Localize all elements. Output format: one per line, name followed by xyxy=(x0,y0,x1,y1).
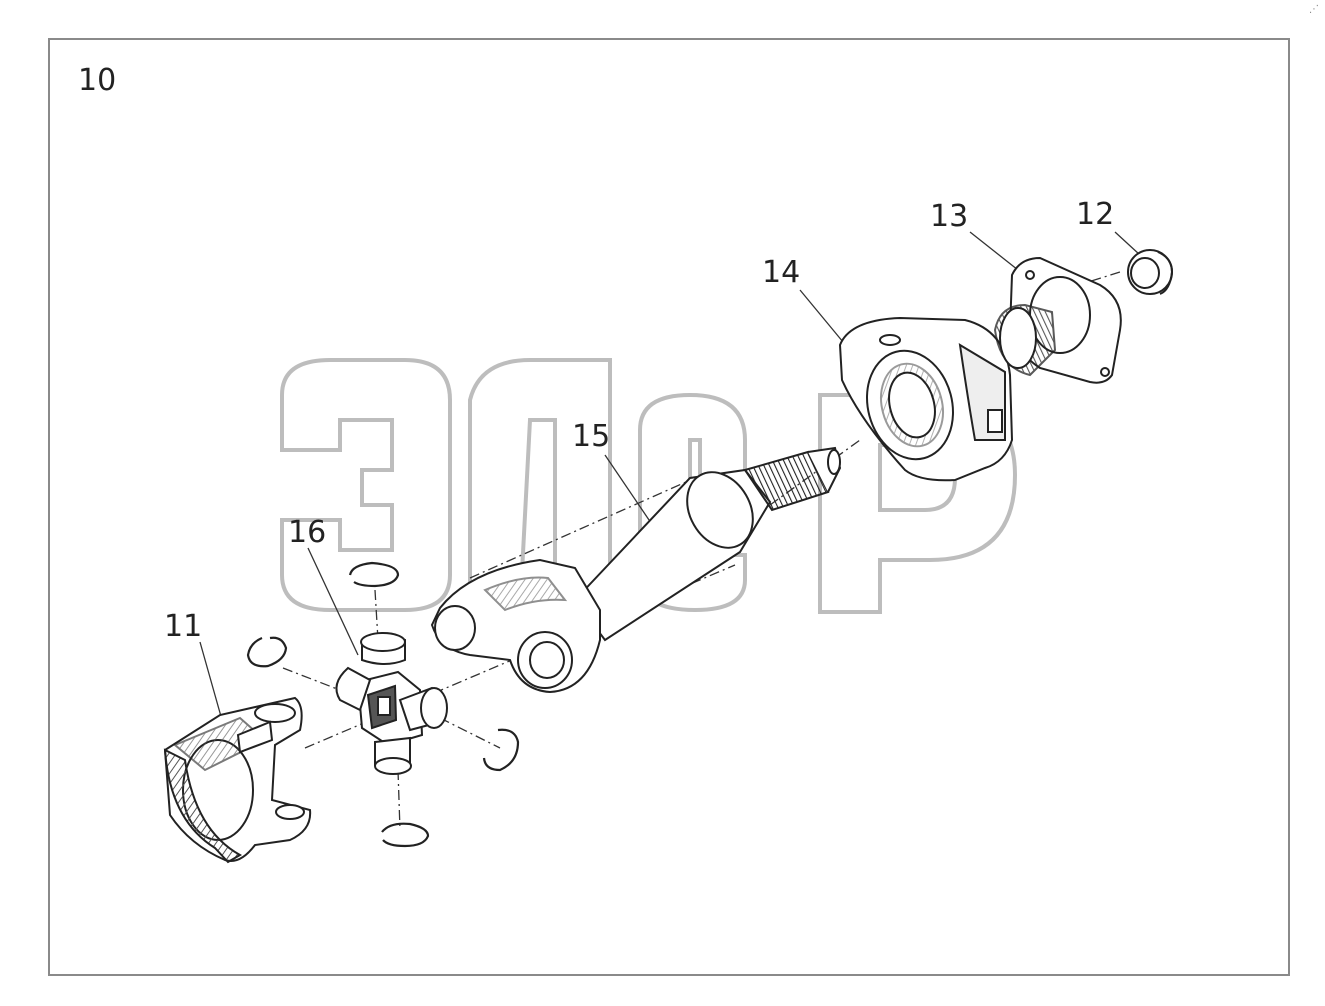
diagram-frame xyxy=(48,38,1290,976)
part-11-yoke xyxy=(163,696,312,864)
callout-13[interactable]: 13 xyxy=(930,199,969,234)
corner-mark-icon: ⋰ xyxy=(1309,4,1319,15)
callout-11[interactable]: 11 xyxy=(164,609,203,644)
part-12-nut xyxy=(1127,249,1174,295)
snap-rings xyxy=(246,561,520,848)
callout-14[interactable]: 14 xyxy=(762,255,801,290)
part-16-cross xyxy=(335,632,448,775)
callout-leaders xyxy=(199,231,1141,721)
callout-15[interactable]: 15 xyxy=(572,419,611,454)
callout-12[interactable]: 12 xyxy=(1076,197,1115,232)
part-15-shaft xyxy=(430,446,842,694)
part-14-bearing-housing xyxy=(838,316,1014,482)
callout-16[interactable]: 16 xyxy=(288,515,327,550)
part-13-flange xyxy=(993,256,1122,384)
figure-number: 10 xyxy=(78,63,117,98)
